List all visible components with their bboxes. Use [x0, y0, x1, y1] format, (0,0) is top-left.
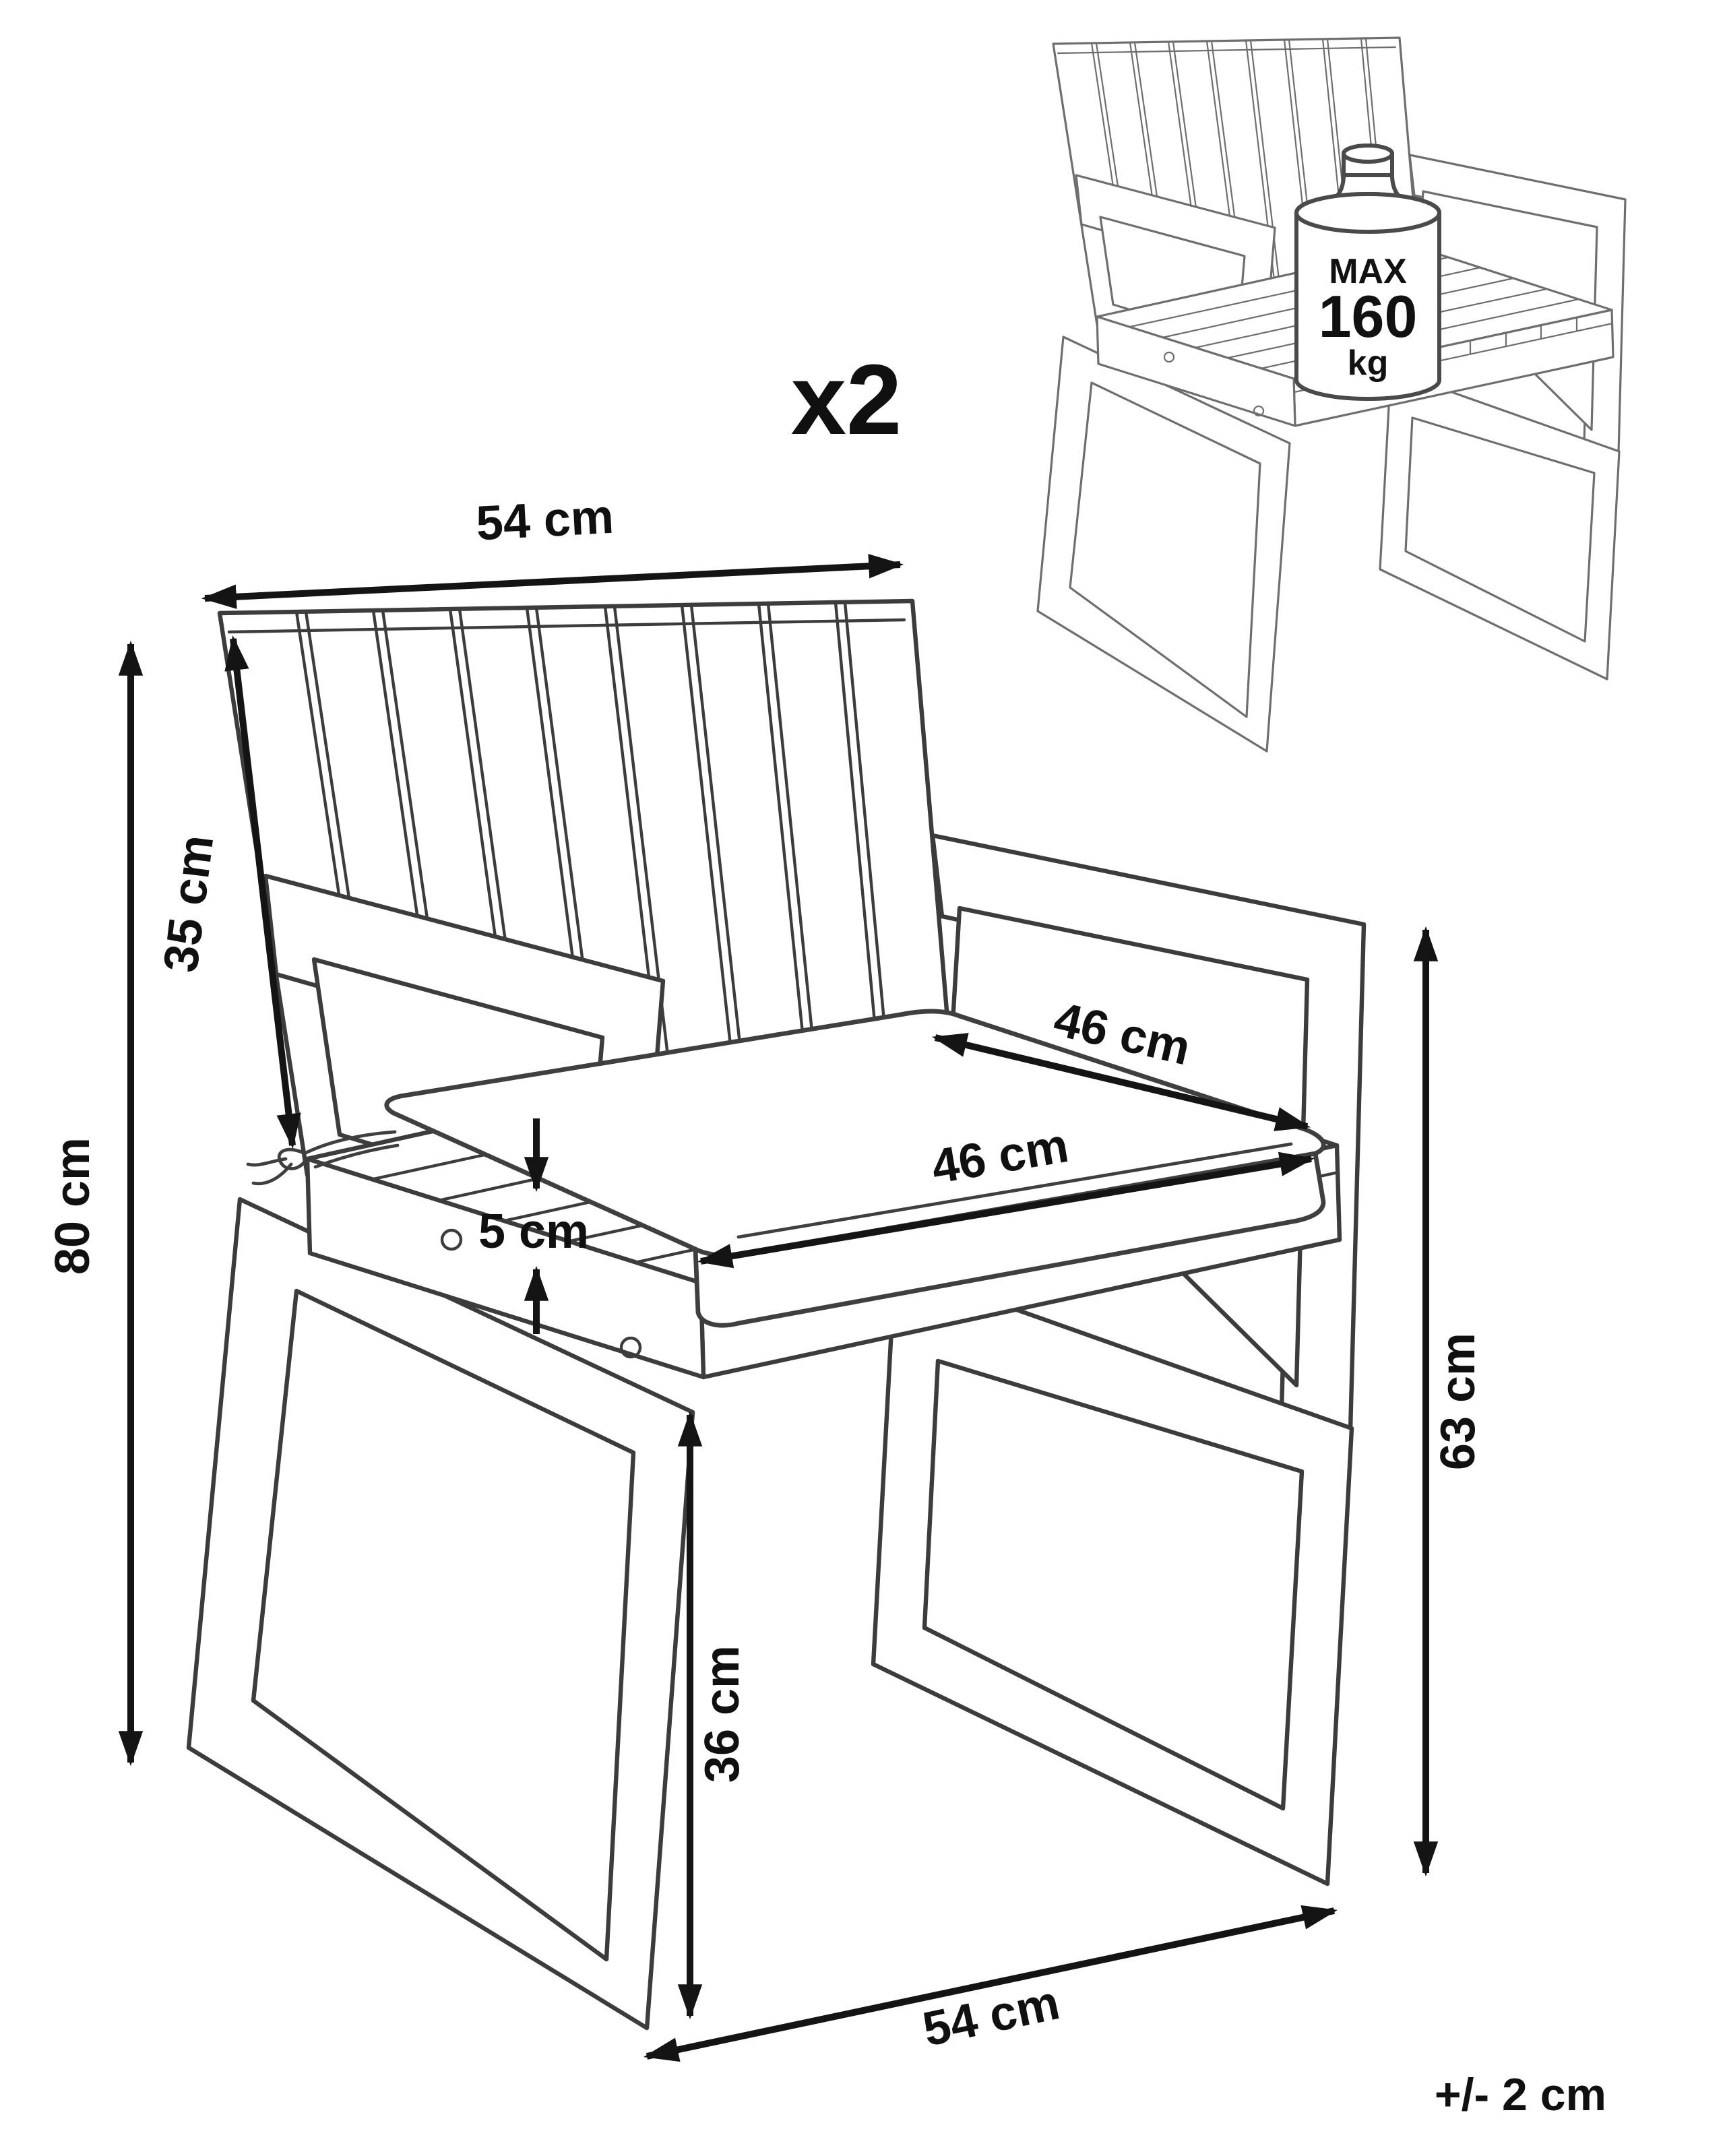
dim-label-backrest-height: 35 cm — [154, 832, 224, 975]
quantity-label: x2 — [791, 344, 902, 455]
dim-arrow-base-depth — [643, 1905, 1338, 2062]
weight-limit-icon: MAX 160 kg — [1294, 144, 1441, 401]
weight-value: 160 — [1319, 283, 1418, 350]
dim-total-height: 80 cm — [46, 640, 144, 1767]
main-chair-drawing — [189, 601, 1364, 2028]
weight-unit: kg — [1348, 344, 1389, 383]
dim-arrow-seat-width — [697, 1151, 1315, 1269]
dim-label-cushion-thickness: 5 cm — [478, 1205, 589, 1259]
dim-arrow-top-width — [201, 554, 904, 609]
dim-side-height: 63 cm — [1413, 926, 1485, 1877]
cushion-tie-strap — [246, 1130, 400, 1186]
dim-cushion-thickness: 5 cm — [478, 1118, 589, 1334]
dim-seat-height: 36 cm — [677, 1411, 749, 2020]
dim-arrow-backrest-height — [224, 635, 301, 1149]
dim-label-side-height: 63 cm — [1431, 1333, 1485, 1470]
dim-label-total-height: 80 cm — [46, 1137, 100, 1275]
dim-top-width: 54 cm — [201, 490, 904, 609]
weight-max-label: MAX — [1329, 252, 1407, 291]
dim-label-base-depth: 54 cm — [918, 1975, 1064, 2057]
dim-label-seat-height: 36 cm — [695, 1645, 749, 1783]
tolerance-label: +/- 2 cm — [1435, 2069, 1606, 2120]
dim-label-top-width: 54 cm — [475, 490, 615, 551]
dim-arrow-seat-depth — [931, 1033, 1311, 1131]
dim-base-depth: 54 cm — [643, 1905, 1338, 2062]
